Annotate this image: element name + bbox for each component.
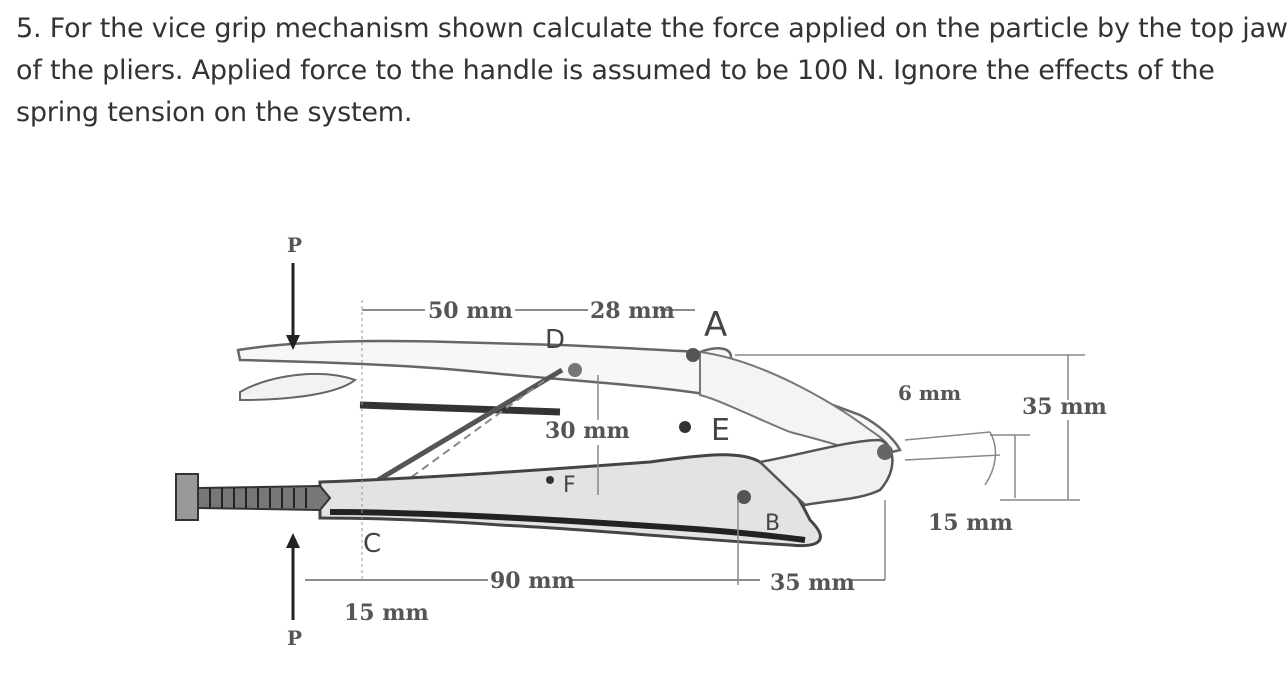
dim-30mm: 30 mm <box>545 418 630 444</box>
dim-line-35r <box>735 354 1085 501</box>
dim-15mm-right: 15 mm <box>928 510 1013 536</box>
label-e: E <box>711 413 730 448</box>
label-d: D <box>545 325 565 355</box>
adjust-screw-knob <box>175 473 199 521</box>
pin-a <box>686 348 700 362</box>
dim-line-15r <box>990 434 1030 498</box>
problem-line-2: of the pliers. Applied force to the hand… <box>16 55 1215 86</box>
dim-35mm-bottom: 35 mm <box>770 570 855 596</box>
link-dc-dash <box>379 379 546 501</box>
dim-28mm: 28 mm <box>590 298 675 324</box>
label-a: A <box>704 305 727 345</box>
pin-jaw <box>877 444 893 460</box>
dim-90mm: 90 mm <box>490 568 575 594</box>
lower-handle-shade <box>329 509 806 543</box>
force-arrowhead-bottom <box>286 533 300 548</box>
dim-6mm: 6 mm <box>898 381 961 405</box>
pin-f <box>546 476 554 484</box>
label-p-bottom: P <box>287 626 302 650</box>
lower-handle <box>318 453 822 548</box>
pin-e <box>679 421 691 433</box>
problem-statement: 5. For the vice grip mechanism shown cal… <box>16 8 1288 134</box>
dim-50mm: 50 mm <box>428 298 513 324</box>
force-arrowhead-top <box>286 335 300 350</box>
label-c: C <box>363 529 381 559</box>
pin-b <box>737 490 751 504</box>
pin-d <box>568 363 582 377</box>
label-f: F <box>563 473 576 498</box>
upper-handle-grip <box>239 373 358 402</box>
problem-line-3: spring tension on the system. <box>16 97 413 128</box>
link-dc <box>376 367 564 483</box>
adjust-screw-thread <box>197 484 332 512</box>
adjust-screw-lines <box>209 488 307 508</box>
label-b: B <box>765 511 780 536</box>
label-p-top: P <box>287 233 302 257</box>
problem-line-1: 5. For the vice grip mechanism shown cal… <box>16 13 1288 44</box>
particle-sketch <box>904 431 1001 486</box>
dim-15mm-bottom: 15 mm <box>344 600 429 626</box>
toggle-link <box>359 401 561 416</box>
dim-35mm-right: 35 mm <box>1022 394 1107 420</box>
